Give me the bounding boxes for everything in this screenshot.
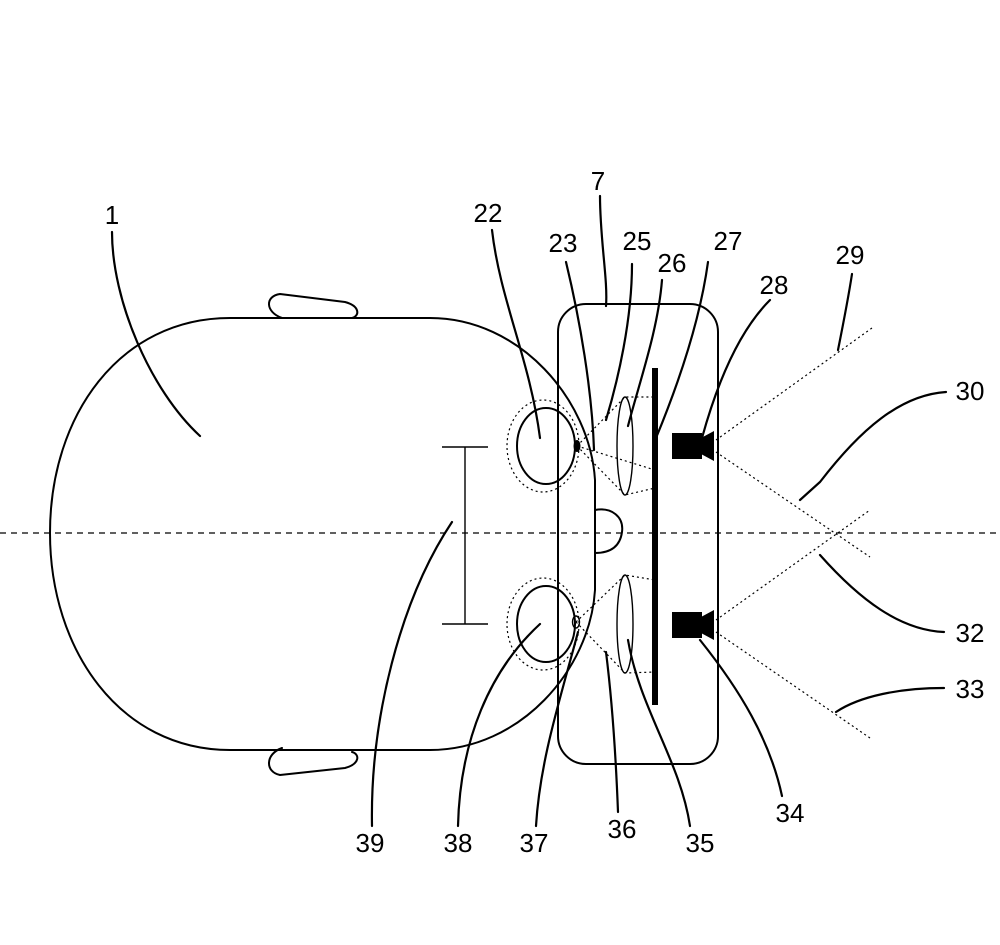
label-22: 22 bbox=[474, 198, 503, 228]
label-23: 23 bbox=[549, 228, 578, 258]
leader-34 bbox=[698, 638, 784, 798]
nose bbox=[594, 508, 624, 554]
head-outline bbox=[49, 317, 596, 751]
fov-bottom-lower bbox=[715, 631, 871, 739]
leader-37 bbox=[534, 630, 580, 828]
leader-36 bbox=[604, 650, 620, 814]
fov-top-lower bbox=[715, 451, 871, 558]
camera-top-lens bbox=[701, 431, 714, 461]
leader-28 bbox=[700, 298, 772, 440]
label-25: 25 bbox=[623, 226, 652, 256]
label-33: 33 bbox=[956, 674, 985, 704]
leader-7 bbox=[598, 194, 608, 308]
optical-path-bottom bbox=[575, 574, 656, 674]
label-1: 1 bbox=[105, 200, 119, 230]
pupil-bottom bbox=[571, 615, 581, 629]
leader-27 bbox=[654, 260, 710, 440]
label-30: 30 bbox=[956, 376, 985, 406]
camera-bottom bbox=[672, 612, 702, 638]
leader-35 bbox=[626, 638, 692, 828]
label-37: 37 bbox=[520, 828, 549, 858]
fov-top-upper bbox=[715, 327, 873, 441]
leader-32 bbox=[818, 553, 946, 634]
ear-top bbox=[268, 293, 359, 319]
lens-bottom bbox=[616, 574, 634, 674]
leader-25 bbox=[604, 262, 634, 422]
lens-top bbox=[616, 396, 634, 496]
label-27: 27 bbox=[714, 226, 743, 256]
leader-30 bbox=[798, 390, 948, 502]
label-28: 28 bbox=[760, 270, 789, 300]
label-7: 7 bbox=[591, 166, 605, 196]
leader-39 bbox=[370, 520, 454, 828]
eye-top bbox=[516, 407, 576, 485]
leader-26 bbox=[626, 278, 664, 428]
camera-bottom-lens bbox=[701, 610, 714, 640]
leader-23 bbox=[564, 260, 596, 452]
camera-top bbox=[672, 433, 702, 459]
leader-22 bbox=[490, 228, 542, 440]
optical-path-top bbox=[576, 396, 656, 496]
leader-1 bbox=[110, 230, 202, 438]
fov-bottom-upper bbox=[715, 509, 871, 621]
device-housing bbox=[557, 303, 719, 765]
leader-38 bbox=[456, 622, 542, 828]
label-26: 26 bbox=[658, 248, 687, 278]
label-32: 32 bbox=[956, 618, 985, 648]
leader-33 bbox=[834, 686, 946, 714]
ear-bottom bbox=[268, 747, 359, 776]
leader-29 bbox=[836, 272, 854, 352]
label-29: 29 bbox=[836, 240, 865, 270]
eye-bottom bbox=[516, 585, 576, 663]
label-35: 35 bbox=[686, 828, 715, 858]
label-34: 34 bbox=[776, 798, 805, 828]
label-38: 38 bbox=[444, 828, 473, 858]
label-36: 36 bbox=[608, 814, 637, 844]
label-39: 39 bbox=[356, 828, 385, 858]
